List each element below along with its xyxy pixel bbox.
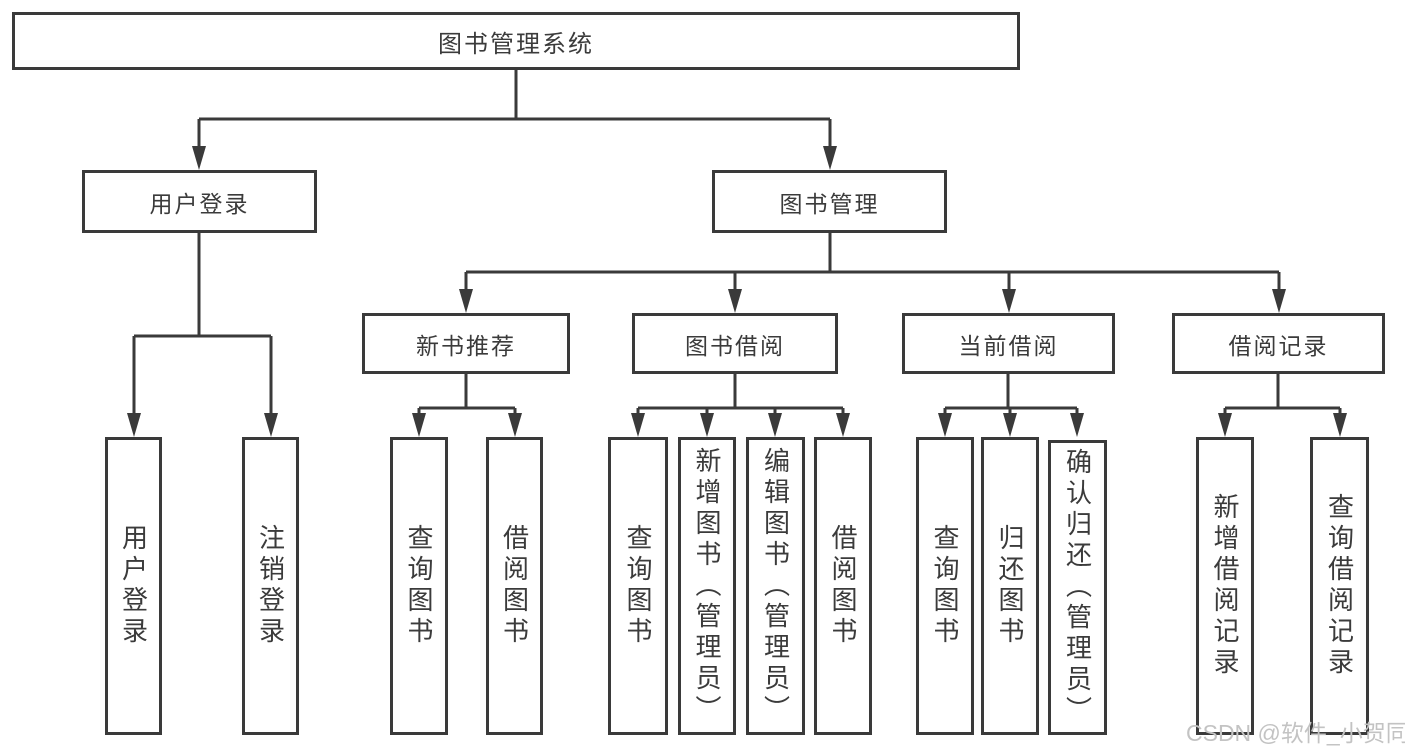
- node-root: 图书管理系统: [12, 12, 1020, 70]
- node-bb-add-books-admin: 新增图书（管理员）: [678, 437, 736, 735]
- node-cb-return-books: 归还图书: [981, 437, 1039, 735]
- node-borrow-records: 借阅记录: [1172, 313, 1385, 374]
- node-user-login: 用户登录: [105, 437, 162, 735]
- node-br-add-record: 新增借阅记录: [1196, 437, 1254, 735]
- node-book-borrowing: 图书借阅: [632, 313, 838, 374]
- node-br-query-record: 查询借阅记录: [1310, 437, 1369, 735]
- node-bb-edit-books-admin: 编辑图书（管理员）: [746, 437, 805, 735]
- node-user-login-group: 用户登录: [82, 170, 317, 233]
- node-rec-query-books: 查询图书: [390, 437, 448, 735]
- node-bb-query-books: 查询图书: [608, 437, 668, 735]
- node-new-book-recommend: 新书推荐: [362, 313, 570, 374]
- node-rec-borrow-books: 借阅图书: [486, 437, 543, 735]
- node-bb-borrow-books: 借阅图书: [814, 437, 872, 735]
- arrowheads: [127, 146, 1347, 437]
- csdn-watermark: CSDN @软件_小贺同学: [1186, 720, 1405, 746]
- node-current-borrowing: 当前借阅: [902, 313, 1115, 374]
- node-book-management: 图书管理: [712, 170, 947, 233]
- node-logout-login: 注销登录: [242, 437, 299, 735]
- node-cb-confirm-return-admin: 确认归还（管理员）: [1048, 440, 1107, 735]
- node-cb-query-books: 查询图书: [916, 437, 974, 735]
